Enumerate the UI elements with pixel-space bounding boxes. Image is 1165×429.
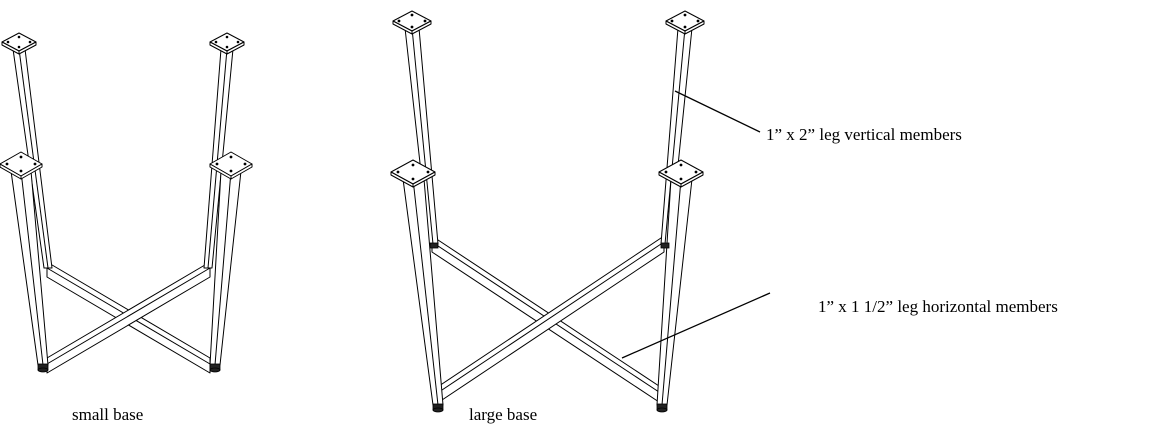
small-foot xyxy=(37,363,49,373)
large-base-drawing xyxy=(390,10,705,413)
small-horizontal-member xyxy=(46,261,211,374)
large-joint-block xyxy=(429,242,439,249)
large-mounting-plate xyxy=(658,159,704,188)
large-leg-front-right xyxy=(656,178,693,406)
large-leg-front-left xyxy=(402,178,444,406)
large-joint-block xyxy=(660,242,670,249)
small-base-label: small base xyxy=(72,405,144,424)
small-mounting-plate xyxy=(1,32,37,55)
vertical-members-leader-line xyxy=(674,90,761,133)
large-mounting-plate xyxy=(392,10,432,35)
small-mounting-plate xyxy=(209,32,245,55)
large-mounting-plate xyxy=(665,10,705,35)
large-foot xyxy=(656,403,668,413)
vertical-members-label: 1” x 2” leg vertical members xyxy=(766,125,962,144)
small-foot xyxy=(209,363,221,373)
small-base-drawing xyxy=(0,32,253,374)
small-mounting-plate xyxy=(0,151,43,180)
large-foot xyxy=(432,403,444,413)
small-mounting-plate xyxy=(209,151,253,180)
horizontal-members-label: 1” x 1 1/2” leg horizontal members xyxy=(818,297,1058,316)
horizontal-members-leader-line xyxy=(621,292,771,359)
large-base-label: large base xyxy=(469,405,538,424)
large-mounting-plate xyxy=(390,159,436,188)
